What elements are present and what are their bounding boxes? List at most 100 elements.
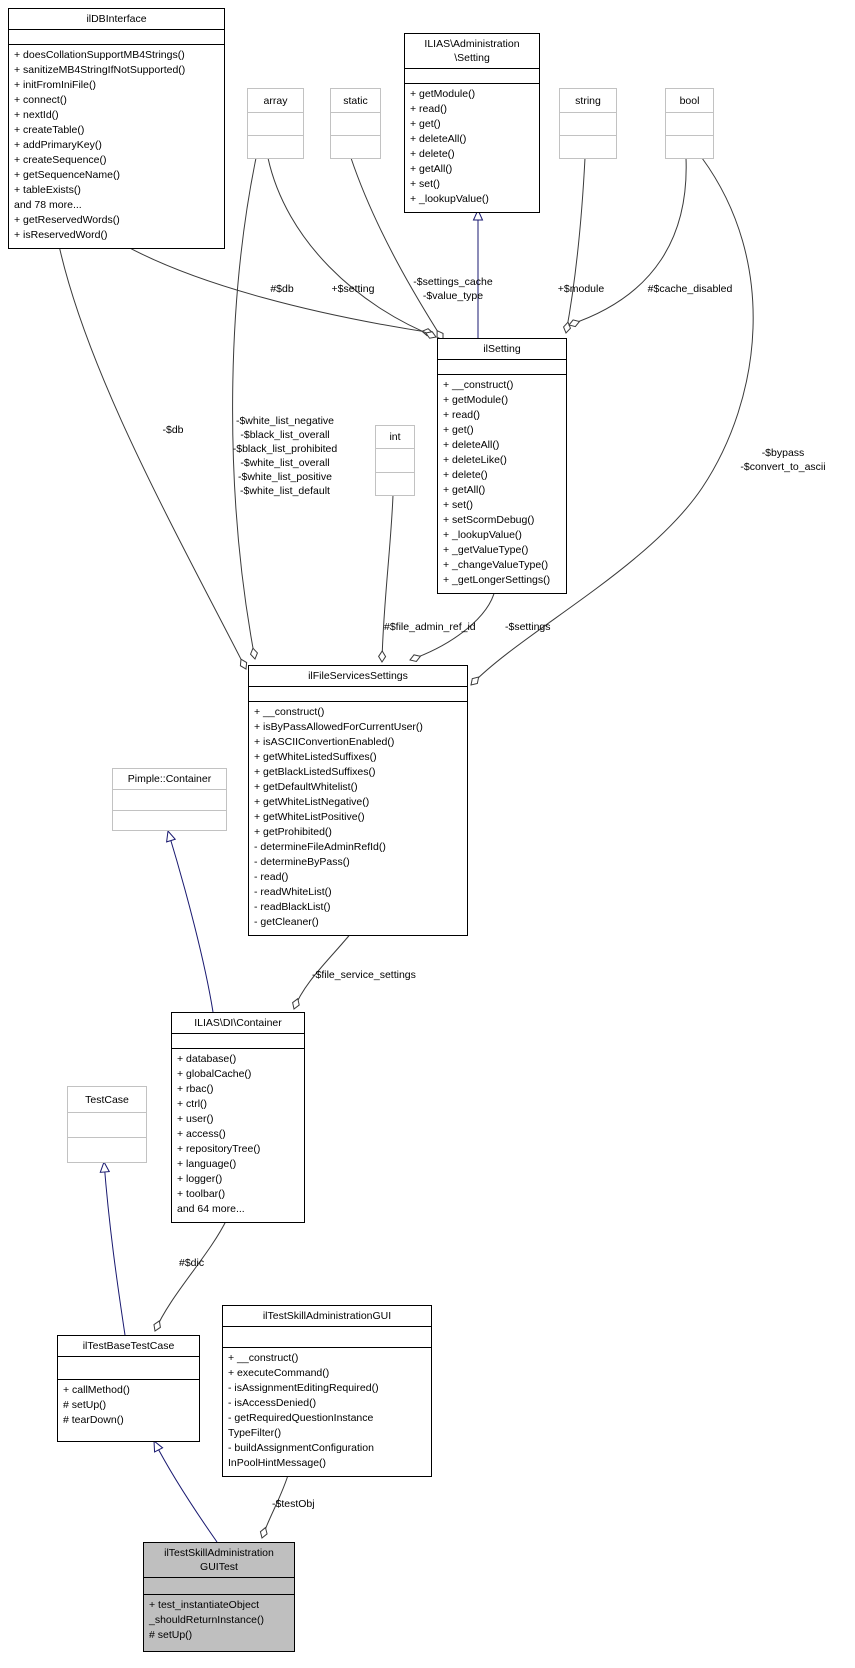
method-label: + getBlackListedSuffixes() xyxy=(254,766,376,778)
class-ilFileServicesSettings[interactable]: ilFileServicesSettings+ __construct()+ i… xyxy=(248,665,468,936)
class-title-ilDBInterface: ilDBInterface xyxy=(9,9,224,30)
edge-aggregation-filesettings-dicontainer xyxy=(292,931,353,1010)
method-label: + rbac() xyxy=(177,1083,214,1095)
empty-methods-compartment xyxy=(560,136,616,158)
edge-aggregation-array-filesettings xyxy=(232,157,258,660)
class-string[interactable]: string xyxy=(559,88,617,159)
method-label: + set() xyxy=(443,499,474,511)
method-label: + set() xyxy=(410,178,441,190)
empty-attributes-compartment xyxy=(331,113,380,136)
method-label: + getReservedWords() xyxy=(14,214,120,226)
class-title-ilFileServicesSettings: ilFileServicesSettings xyxy=(249,666,467,687)
class-DIContainer[interactable]: ILIAS\DI\Container+ database()+ globalCa… xyxy=(171,1012,305,1223)
method-label: + language() xyxy=(177,1158,237,1170)
methods-compartment: + __construct()+ getModule()+ read()+ ge… xyxy=(438,375,566,593)
class-ilTestSkillAdministrationGUITest[interactable]: ilTestSkillAdministration GUITest+ test_… xyxy=(143,1542,295,1652)
method-label: + logger() xyxy=(177,1173,223,1185)
method-label: + _getLongerSettings() xyxy=(443,574,551,586)
method-label: + ctrl() xyxy=(177,1098,208,1110)
method-label: + toolbar() xyxy=(177,1188,226,1200)
class-int[interactable]: int xyxy=(375,425,415,496)
edge-label-db-fss: -$db xyxy=(162,424,184,436)
edge-label-dic-base: #$dic xyxy=(179,1257,205,1269)
class-static[interactable]: static xyxy=(330,88,381,159)
method-label: + _lookupValue() xyxy=(443,529,522,541)
method-label: + deleteAll() xyxy=(443,439,500,451)
empty-methods-compartment xyxy=(666,136,713,158)
edge-label-bool-ilsetting: #$cache_disabled xyxy=(647,283,733,295)
attributes-compartment xyxy=(405,69,539,84)
method-label: - readBlackList() xyxy=(254,901,331,913)
attributes-compartment xyxy=(223,1327,431,1348)
method-label: - getCleaner() xyxy=(254,916,319,928)
attributes-compartment xyxy=(249,687,467,702)
class-TestCase[interactable]: TestCase xyxy=(67,1086,147,1163)
class-title-AdminSetting: ILIAS\Administration \Setting xyxy=(405,34,539,69)
method-label: + _lookupValue() xyxy=(410,193,489,205)
empty-attributes-compartment xyxy=(113,790,226,811)
attributes-compartment xyxy=(144,1578,294,1595)
class-AdminSetting[interactable]: ILIAS\Administration \Setting + getModule… xyxy=(404,33,540,213)
class-title-DIContainer: ILIAS\DI\Container xyxy=(172,1013,304,1034)
method-label: + globalCache() xyxy=(177,1068,252,1080)
empty-methods-compartment xyxy=(113,811,226,830)
method-label: - isAssignmentEditingRequired() xyxy=(228,1382,379,1394)
class-ilDBInterface[interactable]: ilDBInterface+ doesCollationSupportMB4St… xyxy=(8,8,225,249)
method-label: - buildAssignmentConfiguration xyxy=(228,1442,374,1454)
class-title-array: array xyxy=(248,89,303,113)
class-title-int: int xyxy=(376,426,414,449)
class-title-ilTestSkillAdministrationGUI: ilTestSkillAdministrationGUI xyxy=(223,1306,431,1327)
method-label: + repositoryTree() xyxy=(177,1143,261,1155)
methods-compartment: + test_instantiateObject _shouldReturnIns… xyxy=(144,1595,294,1651)
edge-aggregation-ilsetting-filesettings xyxy=(409,589,496,663)
class-bool[interactable]: bool xyxy=(665,88,714,159)
method-label: + createTable() xyxy=(14,124,85,136)
method-label: + getDefaultWhitelist() xyxy=(254,781,358,793)
attributes-compartment xyxy=(58,1357,199,1380)
edge-label-string-ilsetting: +$module xyxy=(557,283,605,295)
method-label: + connect() xyxy=(14,94,67,106)
edge-aggregation-bool-filesettings xyxy=(470,157,754,686)
class-ilTestSkillAdministrationGUI[interactable]: ilTestSkillAdministrationGUI + __construc… xyxy=(222,1305,432,1477)
class-array[interactable]: array xyxy=(247,88,304,159)
edge-label-ilsetting-fss: -$settings xyxy=(505,621,551,633)
attributes-compartment xyxy=(172,1034,304,1049)
method-label: _shouldReturnInstance() xyxy=(149,1614,264,1626)
edge-label-int-fss: #$file_admin_ref_id xyxy=(384,621,476,633)
edge-inheritance-dicontainer-to-pimple xyxy=(168,831,214,1013)
attributes-compartment xyxy=(438,360,566,375)
method-label: and 64 more... xyxy=(177,1203,245,1215)
method-label: and 78 more... xyxy=(14,199,82,211)
empty-attributes-compartment xyxy=(666,113,713,136)
method-label: TypeFilter() xyxy=(228,1427,282,1439)
class-title-ilTestBaseTestCase: ilTestBaseTestCase xyxy=(58,1336,199,1357)
empty-attributes-compartment xyxy=(376,449,414,473)
edge-label-static-ilsetting: -$settings_cache -$value_type xyxy=(413,276,493,302)
method-label: + test_instantiateObject xyxy=(149,1599,260,1611)
class-ilTestBaseTestCase[interactable]: ilTestBaseTestCase+ callMethod()# setUp(… xyxy=(57,1335,200,1442)
method-label: + executeCommand() xyxy=(228,1367,330,1379)
method-label: - readWhiteList() xyxy=(254,886,332,898)
method-label: + sanitizeMB4StringIfNotSupported() xyxy=(14,64,186,76)
method-label: + addPrimaryKey() xyxy=(14,139,102,151)
method-label: + tableExists() xyxy=(14,184,81,196)
method-label: # setUp() xyxy=(63,1399,107,1411)
class-PimpleContainer[interactable]: Pimple::Container xyxy=(112,768,227,831)
method-label: - determineByPass() xyxy=(254,856,350,868)
edge-aggregation-array-ilsetting xyxy=(267,157,437,339)
method-label: - read() xyxy=(254,871,289,883)
empty-attributes-compartment xyxy=(560,113,616,136)
method-label: + getProhibited() xyxy=(254,826,332,838)
method-label: + deleteLike() xyxy=(443,454,507,466)
edge-label-bool-fss: -$bypass -$convert_to_ascii xyxy=(740,447,826,473)
method-label: + user() xyxy=(177,1113,214,1125)
edge-label-gui-guitest: -$testObj xyxy=(272,1498,315,1510)
class-ilSetting[interactable]: ilSetting+ __construct()+ getModule()+ r… xyxy=(437,338,567,594)
method-label: + getWhiteListPositive() xyxy=(254,811,365,823)
method-label: + getAll() xyxy=(443,484,486,496)
edge-aggregation-static-ilsetting xyxy=(350,157,444,341)
methods-compartment: + __construct()+ executeCommand()- isAss… xyxy=(223,1348,431,1476)
edge-label-array-fss: -$white_list_negative -$black_list_overa… xyxy=(232,415,338,497)
method-label: + getModule() xyxy=(410,88,476,100)
method-label: + isByPassAllowedForCurrentUser() xyxy=(254,721,423,733)
